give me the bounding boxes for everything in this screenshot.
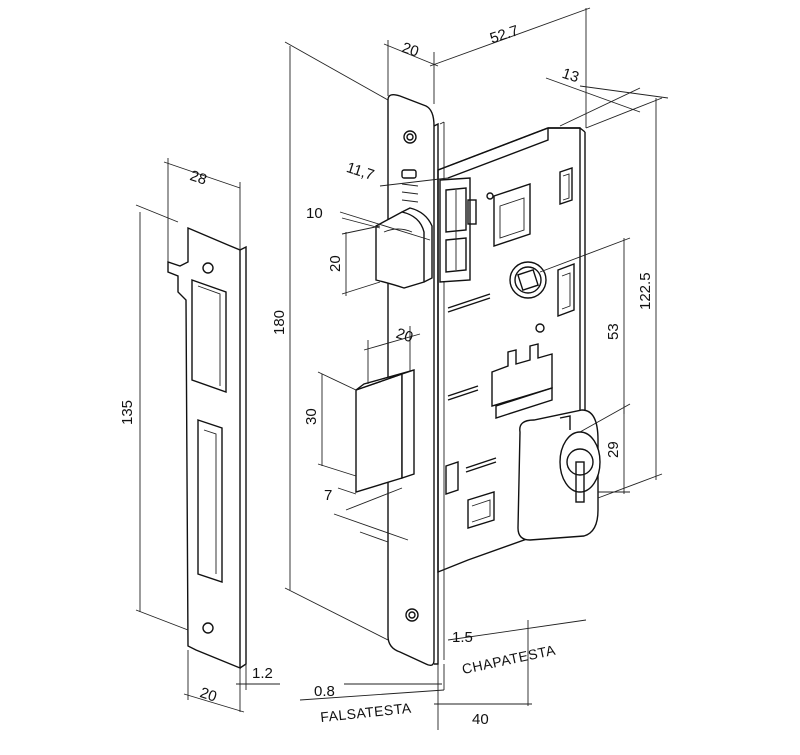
- chapatesta-label: CHAPATESTA: [460, 642, 557, 677]
- strike-thickness-label: 1.2: [252, 665, 273, 682]
- latch-10-label: 10: [306, 205, 323, 222]
- backset-label: 40: [472, 711, 489, 728]
- spindle-cylinder-label: 53: [605, 323, 622, 340]
- main-dimension-lines: [284, 7, 669, 730]
- latch-height-label: 20: [327, 255, 344, 272]
- overall-height-label: 122.5: [637, 272, 654, 310]
- deadbolt-height-label: 30: [303, 408, 320, 425]
- falsatesta-thickness-label: 0.8: [314, 683, 335, 700]
- chapatesta-thickness-label: 1.5: [452, 629, 473, 646]
- deadbolt: [355, 369, 415, 493]
- faceplate-width-label: 20: [400, 39, 421, 60]
- strike-width-label: 28: [188, 167, 209, 188]
- case-details: [445, 167, 575, 529]
- strike-bottom-width-label: 20: [198, 684, 219, 705]
- latch-11-7-label: 11,7: [344, 159, 376, 184]
- latch-mechanism: [439, 177, 477, 283]
- deadbolt-width-label: 20: [394, 325, 415, 346]
- cylinder: [517, 409, 601, 541]
- top-offset-label: 13: [560, 65, 581, 86]
- cylinder-offset-label: 29: [605, 441, 622, 458]
- strike-dimension-lines: [135, 158, 280, 713]
- deadbolt-throw-label: 7: [324, 487, 332, 504]
- strike-height-label: 135: [119, 400, 136, 425]
- total-height-label: 180: [271, 310, 288, 335]
- latch-bolt: [375, 207, 433, 289]
- falsatesta-label: FALSATESTA: [319, 700, 412, 726]
- body-depth-label: 52.7: [488, 22, 521, 47]
- strike-plate: [167, 226, 247, 670]
